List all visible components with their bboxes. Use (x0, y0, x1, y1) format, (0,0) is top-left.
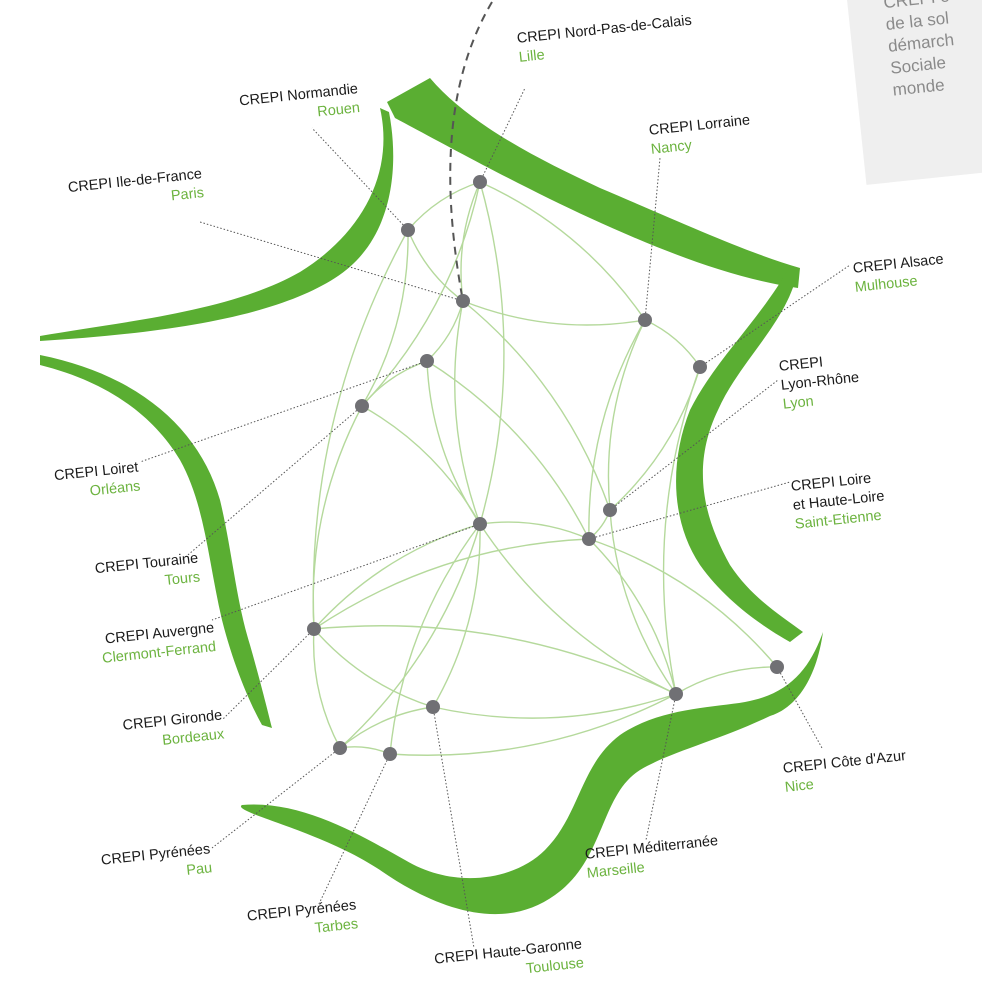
network-connection (454, 300, 481, 525)
leader-line (645, 693, 677, 841)
node-tours (355, 399, 369, 413)
network-connection (588, 538, 677, 695)
network-connection (313, 625, 677, 695)
node-rouen (401, 223, 415, 237)
network-connection (339, 523, 481, 749)
network-connection (361, 181, 481, 407)
node-lille (473, 175, 487, 189)
map-band-north-east (387, 78, 800, 288)
network-connection (432, 523, 481, 708)
node-stetienne (582, 532, 596, 546)
leader-line (199, 221, 464, 302)
network-connection (426, 360, 590, 540)
leader-line (211, 747, 341, 849)
node-lyon (603, 503, 617, 517)
node-bordeaux (307, 622, 321, 636)
network-connection (407, 181, 481, 231)
node-pau (333, 741, 347, 755)
leader-line (211, 523, 481, 621)
node-marseille (669, 687, 683, 701)
map-band-west (40, 355, 272, 728)
map-band-north-west (40, 108, 394, 341)
leader-line (432, 706, 475, 949)
node-toulouse (426, 700, 440, 714)
network-connection (662, 366, 701, 695)
leader-line (609, 379, 779, 511)
leader-line (699, 264, 851, 368)
map-band-east (676, 266, 803, 642)
node-mulhouse (693, 360, 707, 374)
leader-line (181, 405, 363, 561)
network-connection (389, 693, 677, 756)
node-tarbes (383, 747, 397, 761)
network-connection (339, 706, 434, 749)
network-connection (312, 229, 409, 630)
network-connection (479, 181, 646, 321)
leader-line (317, 753, 391, 907)
network-connection (462, 300, 611, 511)
node-nice (770, 660, 784, 674)
label-loire-haute-loire: CREPI Loire et Haute-Loire Saint-Etienne (790, 468, 887, 534)
leader-lines (139, 87, 851, 949)
france-outline (40, 78, 823, 915)
network-connection (607, 319, 646, 511)
network-connection (312, 628, 341, 749)
network-connection (313, 538, 590, 630)
network-connection (479, 523, 677, 695)
network-connection (389, 523, 481, 755)
network-connection (588, 538, 778, 668)
network-connection (312, 405, 363, 630)
leader-line (644, 157, 661, 321)
network-connection (432, 693, 677, 719)
label-lyon-rhone: CREPI Lyon-Rhône Lyon (778, 350, 862, 415)
network-connections (312, 181, 778, 756)
network-connection (479, 521, 590, 540)
node-nancy (638, 313, 652, 327)
network-connection (361, 229, 409, 407)
node-paris (456, 294, 470, 308)
network-connection (588, 319, 646, 540)
network-connection (313, 628, 434, 708)
network-connection (361, 405, 481, 525)
network-connection (339, 746, 391, 755)
leader-line (311, 127, 409, 231)
node-center (473, 517, 487, 531)
network-connection (407, 229, 464, 302)
node-group (307, 175, 784, 761)
map-band-south-east (240, 632, 823, 915)
network-connection (462, 300, 646, 326)
network-connection (675, 666, 778, 695)
network-connection (644, 319, 701, 368)
leader-line (221, 628, 315, 721)
leader-line (776, 666, 823, 749)
node-orleans (420, 354, 434, 368)
network-connection (609, 509, 677, 695)
network-connection (479, 181, 505, 525)
